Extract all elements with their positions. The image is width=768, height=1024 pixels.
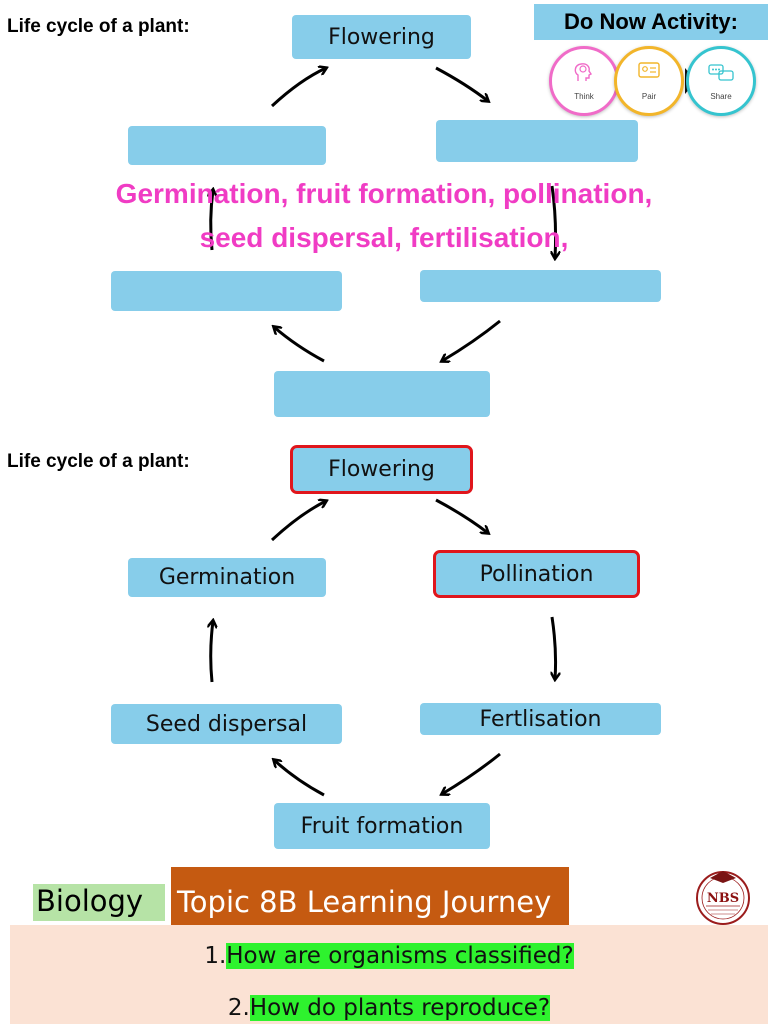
question-1-number: 1. [204,943,227,969]
seed-dispersal-box: Seed dispersal [111,704,342,744]
think-label: Think [574,92,594,101]
question-2-text: How do plants reproduce? [249,995,551,1021]
head-lightbulb-icon [574,63,593,81]
fruit-formation-label: Fruit formation [300,813,464,839]
germination-box: Germination [128,558,326,597]
top-heading: Life cycle of a plant: [7,16,190,37]
arrow-germination-to-flowering [270,501,326,542]
arrow-seed-dispersal-to-germination [211,621,213,683]
speech-bubbles-icon [708,64,734,81]
arrow-top-flowering-to-pollination [435,66,488,101]
question-2[interactable]: 2.How do plants reproduce? [10,995,768,1021]
people-card-icon [638,62,660,78]
logo-text: NBS [707,891,739,906]
pair-step: Pair [614,46,684,116]
pair-label: Pair [641,92,657,101]
top-blank-box-right-lower[interactable] [420,270,661,302]
arrow-fertilisation-to-fruit [442,752,501,794]
fertilisation-box: Fertlisation [420,703,661,735]
top-flowering-box: Flowering [292,15,471,59]
top-flowering-label: Flowering [328,24,435,50]
arrow-top-germination-to-flowering [270,68,326,108]
share-label: Share [710,92,732,101]
top-blank-box-right-upper[interactable] [436,120,638,162]
bottom-heading: Life cycle of a plant: [7,451,190,472]
topic-title: Topic 8B Learning Journey [171,867,569,925]
questions-panel: 1.How are organisms classified? 2.How do… [10,925,768,1024]
question-1-text: How are organisms classified? [226,943,574,969]
top-blank-box-bottom[interactable] [274,371,490,417]
pollination-box: Pollination [433,550,640,598]
arrow-pollination-to-fertilisation [552,616,556,679]
word-bank-line-1: Germination, fruit formation, pollinatio… [115,178,653,209]
word-bank-line-2: seed dispersal, fertilisation, [199,222,569,253]
germination-label: Germination [158,565,296,590]
school-logo: NBS [696,871,750,925]
top-blank-box-left-upper[interactable] [128,126,326,165]
fruit-formation-box: Fruit formation [274,803,490,849]
subject-label: Biology [33,884,165,921]
seed-dispersal-label: Seed dispersal [145,711,308,737]
arrow-flowering-to-pollination [435,498,488,533]
bottom-flowering-box: Flowering [290,445,473,494]
arrow-top-fruit-to-seed [274,327,325,363]
flowering-label: Flowering [328,457,435,482]
top-blank-box-left-lower[interactable] [111,271,342,311]
question-1[interactable]: 1.How are organisms classified? [10,943,768,969]
think-step: Think [549,46,619,116]
pollination-label: Pollination [479,561,594,587]
question-2-number: 2. [227,995,250,1021]
fertilisation-label: Fertlisation [479,706,602,732]
do-now-title: Do Now Activity: [534,4,768,40]
arrow-fruit-to-seed-dispersal [274,760,325,797]
share-step: Share [686,46,756,116]
arrow-top-fertilisation-to-fruit [442,319,501,361]
